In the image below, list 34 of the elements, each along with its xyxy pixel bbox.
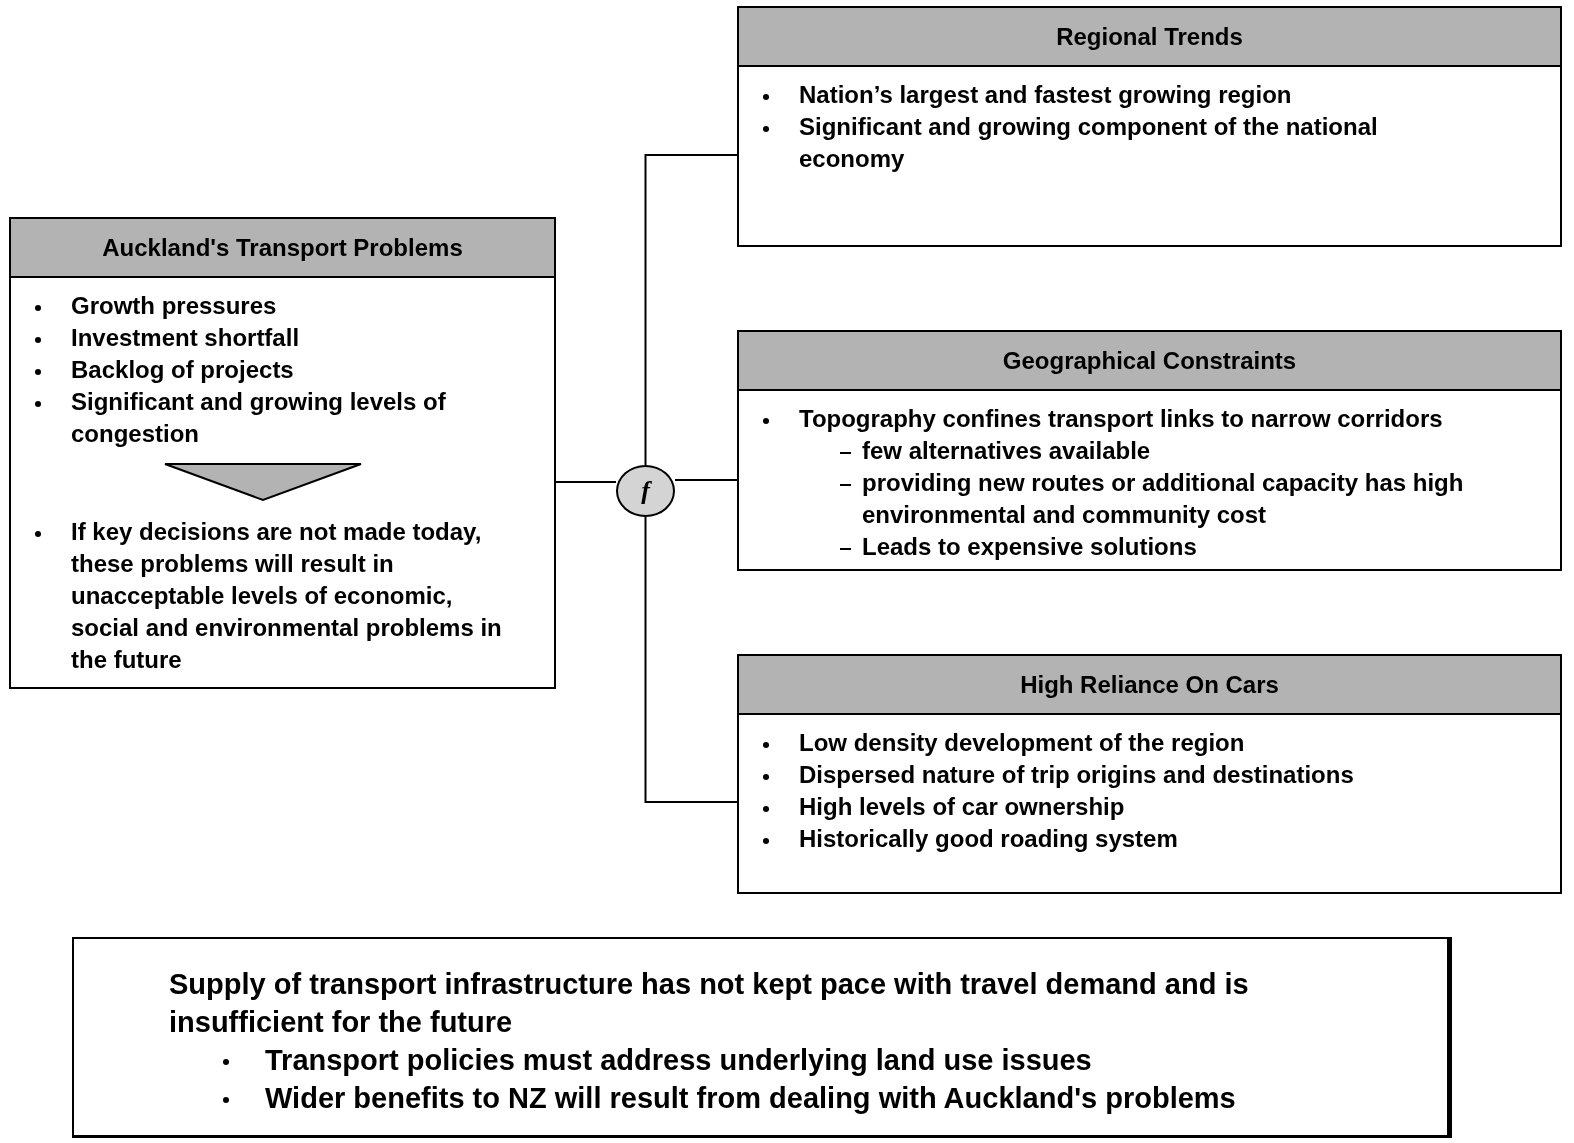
text-box bbox=[737, 654, 1562, 894]
function-circle bbox=[616, 465, 675, 517]
down-triangle bbox=[162, 462, 363, 502]
bullet-item: If key decisions are not made today, these problems will result in unacceptable levels of economic, social and environmental problems in the future bbox=[11, 516, 514, 676]
connector-line bbox=[674, 479, 738, 481]
box-heading: Auckland's Transport Problems bbox=[11, 219, 554, 278]
bullet-item: Historically good roading system bbox=[739, 823, 1540, 855]
text-box bbox=[737, 6, 1562, 247]
bullet-item: Backlog of projects bbox=[11, 354, 514, 386]
dash-item: Leads to expensive solutions bbox=[739, 531, 1540, 563]
bullet-item: Nation’s largest and fastest growing region bbox=[739, 79, 1450, 111]
box-heading: Regional Trends bbox=[739, 8, 1560, 67]
bullet-item: Topography confines transport links to narrow corridors bbox=[739, 403, 1540, 435]
box-heading: Geographical Constraints bbox=[739, 332, 1560, 391]
bullet-item: Growth pressures bbox=[11, 290, 514, 322]
bullet-item: Transport policies must address underlying land use issues bbox=[169, 1041, 1367, 1079]
bullet-item: Wider benefits to NZ will result from dealing with Auckland's problems bbox=[169, 1079, 1367, 1117]
connector-line bbox=[555, 481, 617, 483]
summary-text: Supply of transport infrastructure has not kept pace with travel demand and is insufficient for the future bbox=[169, 967, 1250, 1040]
bullet-item: Significant and growing levels of congestion bbox=[11, 386, 514, 450]
bullet-item: High levels of car ownership bbox=[739, 791, 1540, 823]
connector-line bbox=[644, 154, 738, 466]
text-box bbox=[737, 330, 1562, 571]
summary-box bbox=[72, 937, 1452, 1138]
function-symbol: f bbox=[641, 476, 650, 506]
bullet-item: Low density development of the region bbox=[739, 727, 1540, 759]
text-box bbox=[9, 217, 556, 689]
bullet-item: Dispersed nature of trip origins and destinations bbox=[739, 759, 1540, 791]
connector-line bbox=[644, 516, 738, 803]
box-heading: High Reliance On Cars bbox=[739, 656, 1560, 715]
bullet-item: Investment shortfall bbox=[11, 322, 514, 354]
bullet-item: Significant and growing component of the national economy bbox=[739, 111, 1450, 175]
dash-item: few alternatives available bbox=[739, 435, 1540, 467]
dash-item: providing new routes or additional capacity has high environmental and community cost bbox=[739, 467, 1540, 531]
